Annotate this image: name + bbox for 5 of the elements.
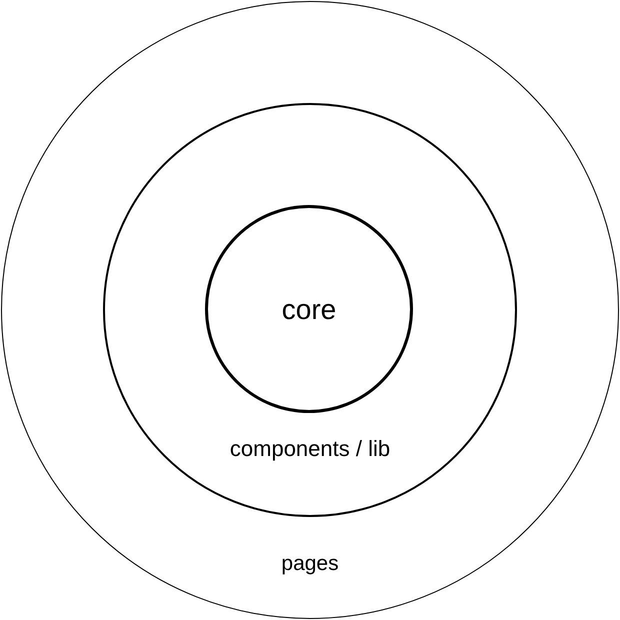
layer-label: core bbox=[282, 294, 336, 326]
layer-circle bbox=[205, 205, 413, 413]
layer-circle bbox=[103, 103, 517, 517]
layer-label: pages bbox=[281, 551, 339, 576]
layer-label: components / lib bbox=[230, 436, 390, 462]
